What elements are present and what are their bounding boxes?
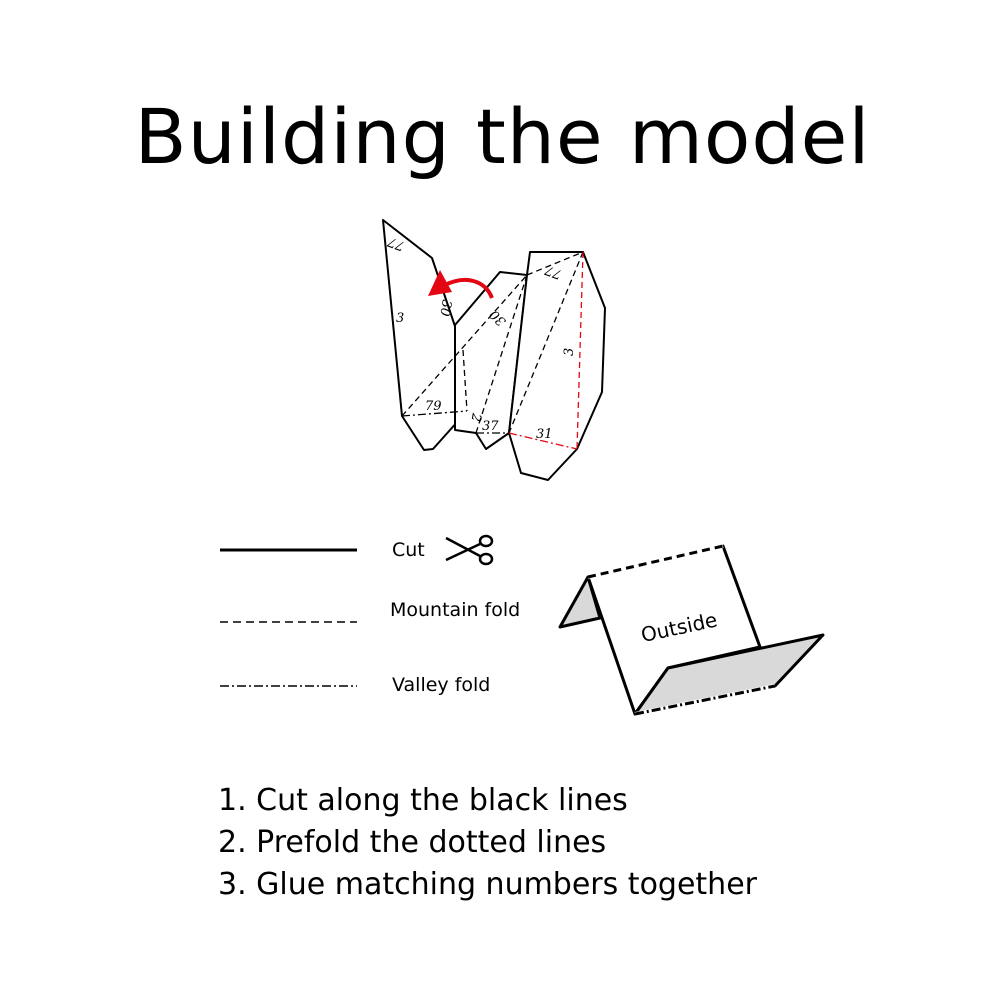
valley-fold-line bbox=[401, 410, 468, 417]
glue-number: 31 bbox=[536, 427, 553, 442]
glue-number: 79 bbox=[425, 399, 442, 414]
mountain-fold-line bbox=[526, 251, 584, 276]
red-arrow-icon bbox=[428, 270, 494, 299]
glue-number: 30 bbox=[436, 298, 454, 317]
instructions-list: 1. Cut along the black lines 2. Prefold … bbox=[218, 780, 757, 906]
glue-number: 77 bbox=[385, 233, 406, 253]
glue-number: 37 bbox=[482, 419, 499, 434]
legend-valley-label: Valley fold bbox=[392, 674, 491, 696]
step-3: 3. Glue matching numbers together bbox=[218, 867, 757, 902]
mountain-fold-line bbox=[508, 251, 584, 434]
glue-number: 77 bbox=[543, 262, 564, 282]
glue-number: 3 bbox=[396, 311, 404, 326]
red-valley-fold bbox=[508, 432, 578, 450]
step-2: 2. Prefold the dotted lines bbox=[218, 825, 607, 860]
step-1: 1. Cut along the black lines bbox=[218, 783, 628, 818]
glue-number: 3 bbox=[562, 348, 577, 356]
glue-number: 2 bbox=[468, 411, 484, 423]
mountain-fold-line bbox=[462, 349, 468, 412]
left-piece bbox=[382, 219, 468, 451]
middle-piece bbox=[454, 271, 528, 450]
mountain-fold-line bbox=[401, 274, 528, 417]
red-mountain-fold bbox=[576, 251, 584, 450]
legend-cut-label: Cut bbox=[392, 539, 425, 561]
scissors-icon bbox=[445, 534, 494, 566]
page-title: Building the model bbox=[134, 92, 871, 181]
fold-example bbox=[558, 544, 825, 716]
right-piece bbox=[508, 251, 606, 481]
mountain-fold-line bbox=[475, 274, 528, 434]
legend-mountain-label: Mountain fold bbox=[390, 599, 521, 621]
